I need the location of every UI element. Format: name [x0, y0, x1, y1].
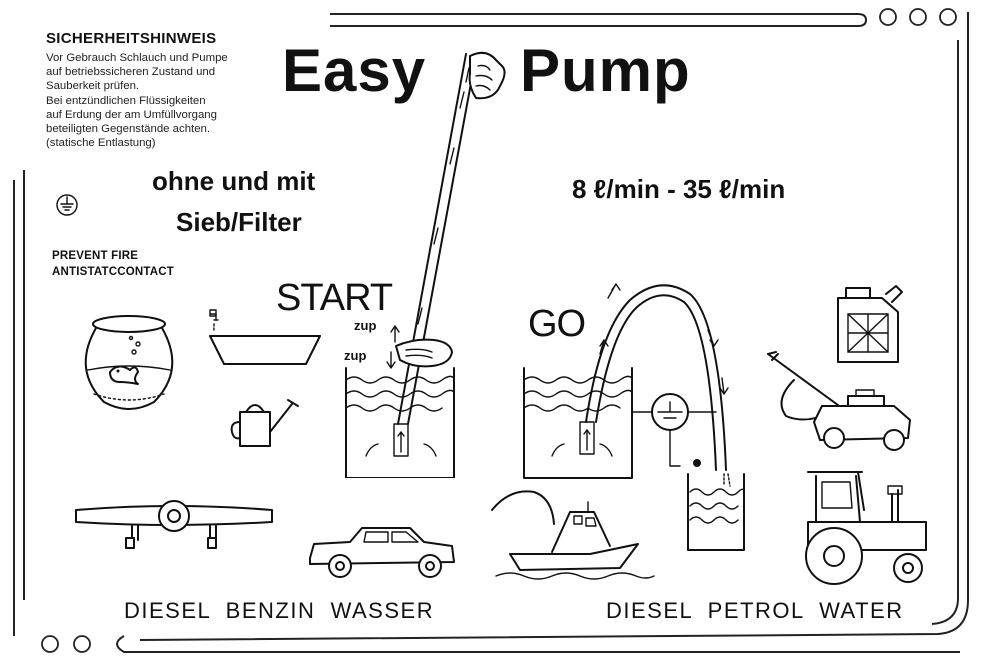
safety-title: SICHERHEITSHINWEIS — [46, 30, 217, 47]
fuels-german: DIESEL BENZIN WASSER — [124, 598, 435, 623]
go-label: GO — [528, 303, 586, 345]
title-easy: Easy — [282, 37, 427, 104]
title-pump: Pump — [520, 37, 691, 104]
safety-line: auf Erdung der am Umfüllvorgang — [46, 109, 217, 121]
car-icon — [309, 527, 455, 578]
pump-tube-icon — [345, 53, 477, 478]
warning-line-2: ANTISTATCCONTACT — [52, 266, 175, 278]
safety-line: (statische Entlastung) — [46, 137, 156, 149]
hand-icon — [468, 51, 506, 100]
flow-rate: 8 ℓ/min - 35 ℓ/min — [572, 174, 786, 204]
lawnmower-icon — [767, 351, 911, 451]
airplane-icon — [75, 500, 273, 549]
safety-line: Vor Gebrauch Schlauch und Pumpe — [46, 52, 228, 64]
start-label: START — [276, 277, 393, 319]
arrow-down-icon — [386, 351, 396, 369]
fishbowl-icon — [84, 315, 174, 410]
zup-label-upper: zup — [354, 318, 377, 333]
zup-label-lower: zup — [344, 348, 367, 363]
arrow-up-icon — [390, 325, 400, 343]
hand-icon — [395, 338, 453, 368]
warning-line-1: PREVENT FIRE — [52, 250, 139, 262]
filter-icon — [693, 459, 701, 467]
safety-line: auf betriebssicheren Zustand und — [46, 66, 216, 78]
boat-icon — [491, 490, 655, 580]
tractor-icon — [805, 471, 927, 585]
subtitle-line-2: Sieb/Filter — [176, 207, 302, 237]
washbasin-icon — [209, 309, 321, 365]
fuels-english: DIESEL PETROL WATER — [606, 598, 904, 623]
watering-can-icon — [230, 399, 299, 447]
ground-symbol-icon — [56, 194, 78, 216]
jerrycan-icon — [837, 285, 903, 363]
subtitle-line-1: ohne und mit — [152, 166, 316, 196]
safety-line: Sauberkeit prüfen. — [46, 80, 140, 92]
siphon-hose-icon — [523, 283, 745, 551]
safety-line: Bei entzündlichen Flüssigkeiten — [46, 95, 206, 107]
safety-line: beteiligten Gegenstände achten. — [46, 123, 211, 135]
